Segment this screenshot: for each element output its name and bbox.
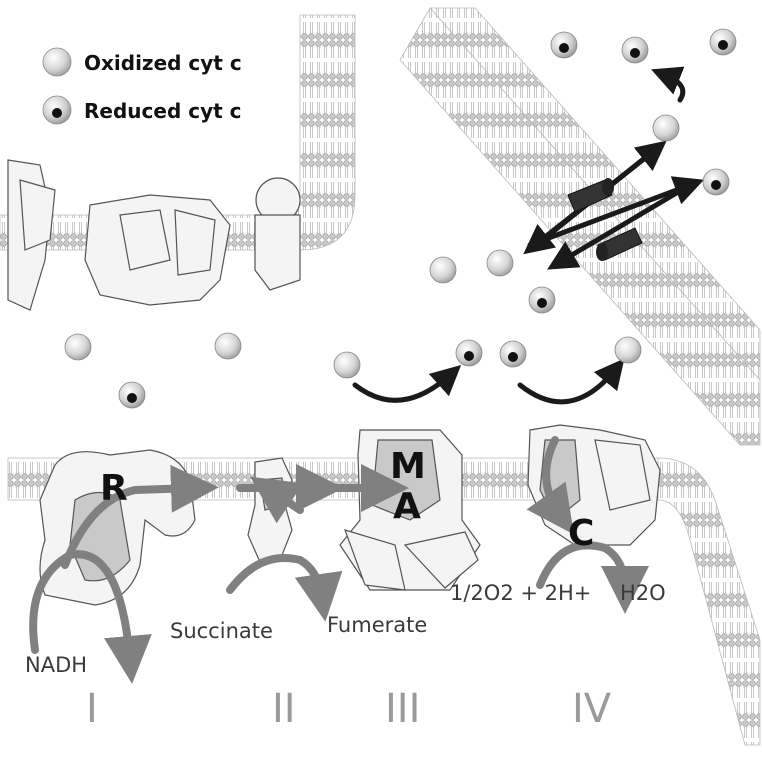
- complex-i-letter: R: [100, 468, 128, 509]
- cyt-c-reduced: [118, 28, 737, 409]
- complex-i-grey-arrow-upper: [61, 464, 219, 569]
- complex-i-numeral: I: [86, 686, 98, 732]
- complex-ii-numeral: II: [272, 686, 296, 732]
- complex-ii-grey-arrow-curve: [226, 554, 343, 622]
- black-arrow-transport-back: [547, 182, 693, 270]
- complex-iii-letter-bottom: A: [393, 486, 421, 527]
- complex-ii-substrate: Succinate: [170, 619, 273, 643]
- black-arrow-top-right: [651, 66, 686, 103]
- complex-iv-letter: C: [568, 513, 594, 554]
- black-arrow-complex-iv: [517, 358, 625, 405]
- cyt-c-reduced-legend: [42, 95, 72, 125]
- complex-ii-grey-arrow-up: [250, 476, 304, 524]
- black-arrow-complex-iii: [352, 364, 462, 403]
- complex-iv-numeral: IV: [572, 686, 612, 732]
- upper-middle-protein: [84, 194, 231, 306]
- complex-iii-numeral: III: [385, 686, 420, 732]
- legend-oxidized-label: Oxidized cyt c: [84, 51, 242, 75]
- cyt-c-oxidized-legend: [42, 47, 72, 77]
- porin-channel-lower: [596, 227, 643, 261]
- black-arrow-transport-right: [527, 176, 705, 248]
- upper-left-protein: [7, 159, 56, 311]
- legend-reduced-label: Reduced cyt c: [84, 99, 242, 123]
- complex-iv-substrate: 1/2O2 + 2H+: [450, 581, 591, 605]
- porin-channel-upper: [567, 178, 614, 213]
- cyt-c-oxidized: [64, 114, 680, 379]
- upper-right-protein: [254, 177, 301, 291]
- complex-iv-grey-arrow-down: [526, 436, 574, 535]
- complex-ii: [247, 457, 293, 563]
- complex-iv-grey-arrow-curve: [536, 541, 649, 614]
- complex-iv-product: H2O: [620, 581, 666, 605]
- complex-iii-letter-top: M: [390, 446, 426, 487]
- complex-ii-product: Fumerate: [327, 613, 427, 637]
- complex-i-substrate: NADH: [25, 653, 87, 677]
